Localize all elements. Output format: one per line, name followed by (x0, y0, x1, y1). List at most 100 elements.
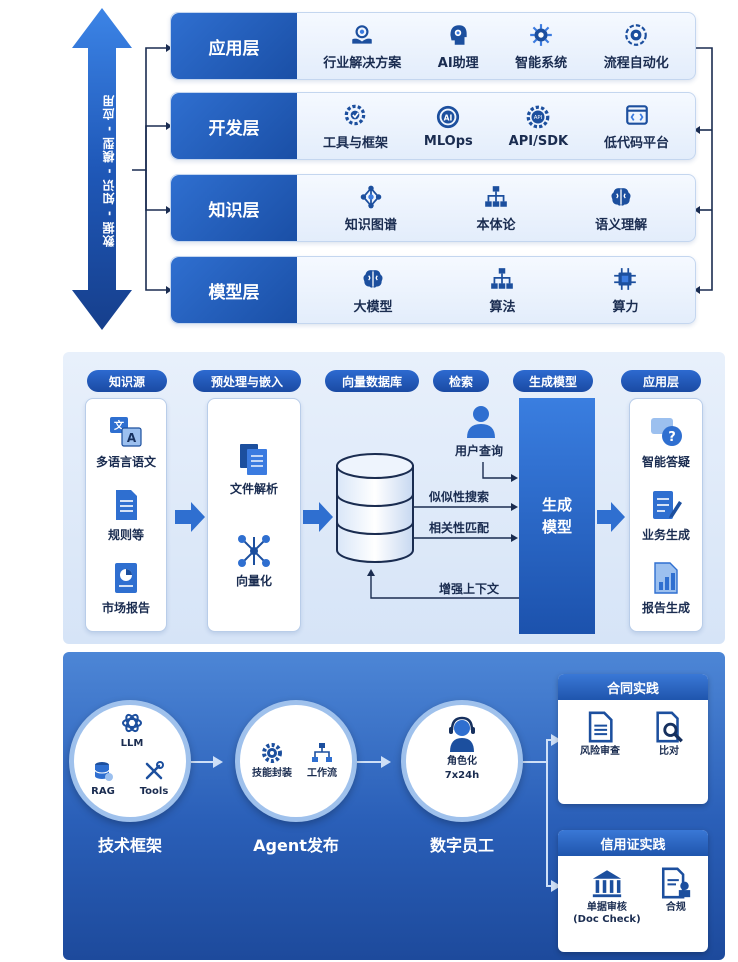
workflow-icon (309, 740, 335, 766)
workflow-item: 工作流 (297, 740, 347, 780)
source-item: 市场报告 (102, 560, 150, 616)
augment-context-label: 增强上下文 (439, 582, 500, 596)
brain-circuit-icon (528, 22, 554, 48)
value-chain-arrow (72, 8, 132, 330)
app-label: 报告生成 (641, 601, 690, 616)
brain-icon (360, 266, 386, 292)
stage-pill-vector-db: 向量数据库 (325, 370, 419, 392)
app-item: ? 智能答疑 (642, 414, 690, 470)
arrow-to-apps (597, 502, 625, 532)
user-query-label: 用户查询 (455, 444, 504, 458)
llm-label: LLM (120, 738, 144, 749)
wrench-screwdriver-icon (141, 758, 167, 784)
layer-model: 模型层 大模型 算法 算力 (170, 256, 696, 324)
similarity-search-label: 似似性搜索 (429, 490, 490, 504)
contract-practice-title: 合同实践 (558, 674, 708, 700)
layer-item: 智能系统 (515, 22, 567, 71)
layer-item: 算力 (612, 266, 639, 315)
layer-item: 语义理解 (595, 184, 647, 233)
api-gear-icon: API (525, 104, 551, 130)
digital-employee-title: 数字员工 (429, 836, 494, 855)
layer-item-label: AI助理 (437, 55, 479, 71)
layer-item-label: 低代码平台 (604, 135, 670, 151)
layer-item: 知识图谱 (345, 184, 397, 233)
compliance-item: 合规 (659, 866, 693, 914)
source-label: 多语言语文 (95, 454, 156, 469)
risk-review-label: 风险审查 (580, 746, 620, 757)
files-icon (236, 441, 272, 477)
app-item: 报告生成 (642, 560, 690, 616)
report-chart-icon (108, 560, 144, 596)
doc-check-label: 单据审核 (Doc Check) (573, 902, 641, 925)
architecture-diagram: 数据 - 知识 - 模型 - 应用 价值转化链 应用层 (0, 0, 738, 340)
vector-database (333, 452, 417, 564)
agent-publish-circle (235, 700, 357, 822)
layer-item: 工具与框架 (323, 102, 388, 151)
layer-development: 开发层 工具与框架 AI MLOps API API/SDK 低代码平台 (170, 92, 696, 160)
compare-label: 比对 (659, 746, 679, 757)
contract-practice-card: 合同实践 风险审查 比对 (558, 674, 708, 804)
preprocess-label: 文件解析 (229, 482, 278, 496)
tech-framework-title: 技术框架 (97, 836, 162, 855)
agent-pipeline-diagram: LLM RAG Tools 技术框架 技能封装 工作流 Agent发布 角色化 … (63, 652, 725, 960)
gear-icon (259, 740, 285, 766)
openai-knot-icon (119, 710, 145, 736)
source-label: 规则等 (107, 527, 144, 542)
vector-network-icon (236, 533, 272, 569)
compliance-label: 合规 (665, 902, 686, 913)
source-label: 市场报告 (101, 601, 150, 616)
code-window-icon (624, 102, 650, 128)
svg-text:API: API (534, 115, 543, 121)
workflow-label: 工作流 (307, 768, 337, 779)
layer-item: 算法 (489, 266, 516, 315)
lc-practice-card: 信用证实践 单据审核 (Doc Check) 合规 (558, 830, 708, 952)
report-bar-icon (648, 560, 684, 596)
value-chain-label: 数据 - 知识 - 模型 - 应用 价值转化链 (82, 60, 134, 280)
value-chain-label-line2: 价值转化链 (120, 137, 134, 203)
bank-icon (590, 866, 624, 900)
brain-icon (608, 184, 634, 210)
layer-item: AI助理 (438, 22, 479, 71)
layer-item: AI MLOps (424, 104, 473, 149)
skill-package-label: 技能封装 (252, 768, 292, 779)
preprocess-item: 向量化 (236, 533, 272, 589)
arrow-to-preprocess (175, 502, 205, 532)
layer-item: 流程自动化 (604, 22, 669, 71)
layer-item-label: MLOps (423, 133, 473, 149)
stage-pill-preprocess: 预处理与嵌入 (193, 370, 301, 392)
layer-item-label: 算法 (489, 299, 516, 315)
generator-model-box: 生成 模型 (519, 398, 595, 634)
layer-item-label: 智能系统 (515, 55, 568, 71)
gear-cycle-icon (623, 22, 649, 48)
tools-label: Tools (139, 786, 169, 797)
database-icon (90, 758, 116, 784)
digital-employee-circle (401, 700, 523, 822)
layer-item: 行业解决方案 (323, 22, 401, 71)
rag-item: RAG (81, 758, 125, 798)
layer-item: 低代码平台 (604, 102, 669, 151)
graph-nodes-icon (358, 184, 384, 210)
headset-agent-icon (442, 714, 482, 754)
rag-label: RAG (91, 786, 115, 797)
layer-label: 知识层 (171, 175, 297, 241)
svg-text:文: 文 (114, 419, 125, 432)
doc-search-icon (652, 710, 686, 744)
skill-package-item: 技能封装 (247, 740, 297, 780)
layer-knowledge: 知识层 知识图谱 本体论 语义理解 (170, 174, 696, 242)
svg-text:A: A (127, 431, 137, 445)
svg-text:?: ? (668, 430, 676, 445)
hours-label: 7x24h (444, 770, 480, 781)
layer-item-label: 流程自动化 (603, 55, 669, 71)
rag-apps-card: ? 智能答疑 业务生成 报告生成 (629, 398, 703, 632)
app-label: 业务生成 (641, 527, 690, 542)
preprocess-card: 文件解析 向量化 (207, 398, 301, 632)
preprocess-item: 文件解析 (230, 441, 278, 497)
relevance-match-label: 相关性匹配 (429, 521, 490, 535)
app-label: 智能答疑 (641, 454, 690, 469)
hierarchy-icon (483, 184, 509, 210)
database-icon (336, 453, 414, 563)
